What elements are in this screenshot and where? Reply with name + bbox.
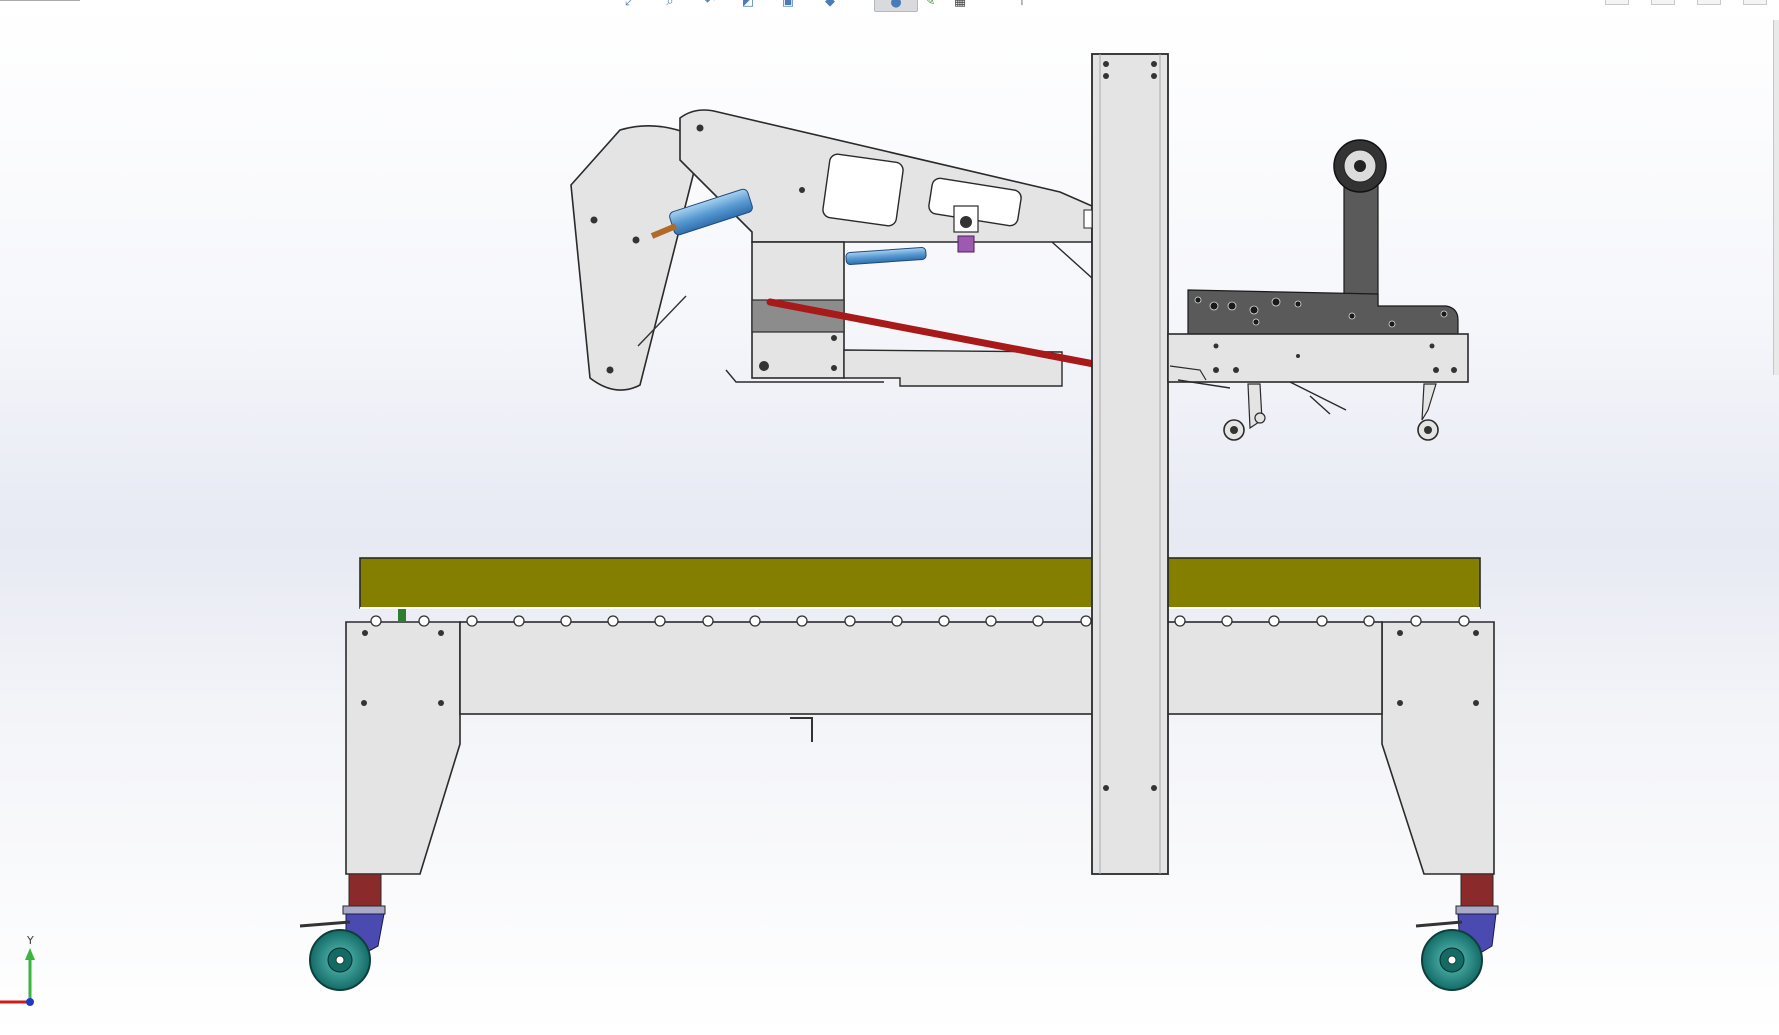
pneumatic-fitting: [957, 235, 975, 253]
zoom-to-fit-icon[interactable]: ⤢: [624, 0, 636, 9]
tile-icon[interactable]: [1651, 0, 1675, 5]
main-beam: [459, 621, 1383, 715]
tape-head-assembly[interactable]: [1167, 139, 1469, 441]
heads-up-view-toolbar: ⤢ ⌕ ↶ ◩ ▣ ◆ ● ✎ ▦ ⊤: [620, 0, 1100, 14]
green-sensor: [398, 607, 406, 621]
apply-scene-icon[interactable]: ▦: [953, 0, 967, 9]
window-controls: [1605, 0, 1767, 8]
left-leg: [345, 621, 461, 875]
arm-slot-1: [822, 153, 904, 227]
column-mount-tab: [1083, 209, 1093, 229]
hide-show-icon[interactable]: ●: [874, 0, 918, 12]
close-icon[interactable]: [1743, 0, 1767, 5]
return-spring: [637, 295, 687, 347]
triad-y-label: Y: [26, 934, 34, 947]
left-caster[interactable]: [299, 873, 386, 991]
zoom-to-area-icon[interactable]: ⌕: [666, 0, 674, 9]
feature-tree-edge: [0, 0, 80, 1]
previous-view-icon[interactable]: ↶: [704, 0, 716, 9]
roller-row: [370, 615, 1470, 627]
cylinder-rod-fitting: [650, 223, 678, 239]
swing-arm: [570, 125, 703, 391]
task-pane-edge[interactable]: [1773, 20, 1779, 375]
cutter-linkage: [1177, 379, 1347, 415]
tape-head-housing: [1167, 333, 1469, 383]
column-bolts: [1103, 61, 1157, 791]
tape-head-holes: [1194, 296, 1448, 328]
housing-holes: [1213, 343, 1457, 373]
section-view-icon[interactable]: ◩: [741, 0, 755, 9]
rear-roller-bracket: [1421, 383, 1437, 421]
leg-bolts: [361, 630, 1479, 706]
air-cylinder-small: [845, 246, 927, 266]
view-settings-icon[interactable]: ⊤: [1016, 0, 1028, 9]
conveyor-bed[interactable]: [345, 557, 1495, 875]
arm-support-strut: [1051, 241, 1093, 279]
right-caster[interactable]: [1415, 873, 1499, 991]
minimize-icon[interactable]: [1697, 0, 1721, 5]
guide-rod: [766, 298, 1098, 368]
restore-icon[interactable]: [1605, 0, 1629, 5]
view-orientation-icon[interactable]: ▣: [781, 0, 795, 9]
beam-bracket: [790, 717, 813, 742]
display-style-icon[interactable]: ◆: [825, 0, 835, 9]
lower-plate: [843, 349, 1063, 387]
edit-appearance-icon[interactable]: ✎: [924, 0, 936, 9]
vertical-column[interactable]: [1083, 53, 1169, 875]
skid-plate: [725, 369, 884, 383]
tape-head-plate: [1187, 289, 1459, 335]
right-leg: [1381, 621, 1495, 875]
upper-arm-assembly[interactable]: [570, 109, 1098, 391]
conveyor-belt: [359, 557, 1481, 609]
reference-triad: Y: [0, 934, 35, 1006]
arm-holes: [590, 124, 837, 374]
